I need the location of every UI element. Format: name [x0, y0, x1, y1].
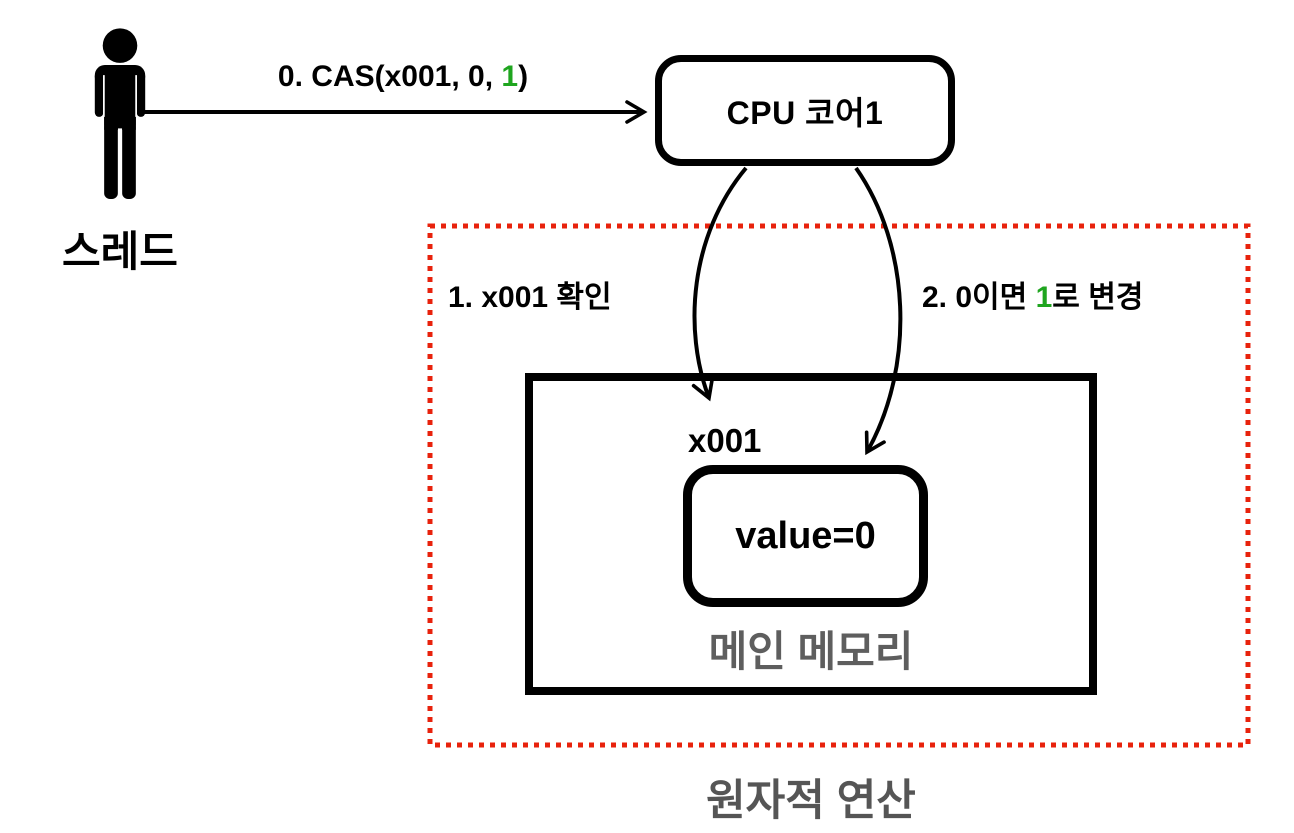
cpu-core-label: CPU 코어1	[726, 94, 884, 131]
cas-call-label: 0. CAS(x001, 0, 1)	[238, 60, 568, 94]
cas-call-suffix: )	[518, 60, 529, 93]
cas-call-new-value: 1	[501, 60, 519, 93]
step1-check-label: 1. x001 확인	[448, 281, 612, 314]
main-memory-caption: 메인 메모리	[708, 628, 914, 675]
cas-call-prefix: 0. CAS(x001, 0,	[277, 60, 502, 93]
step2-new-value: 1	[1035, 281, 1053, 314]
person-left-arm	[94, 72, 104, 117]
step1-check-arrow	[691, 166, 748, 402]
memory-value-box: value=0	[683, 465, 928, 607]
step2-suffix: 로 변경	[1052, 281, 1144, 314]
memory-address-label: x001	[688, 422, 762, 459]
step2-change-label: 2. 0이면 1로 변경	[922, 272, 1143, 316]
memory-value-label: value=0	[735, 514, 876, 557]
person-left-leg	[104, 121, 118, 199]
person-right-arm	[136, 72, 146, 117]
cpu-core-box: CPU 코어1	[655, 55, 955, 166]
person-head	[102, 28, 138, 63]
person-icon	[94, 28, 146, 199]
step2-prefix: 2. 0이면	[922, 281, 1036, 314]
thread-label: 스레드	[62, 228, 178, 275]
atomic-operation-caption: 원자적 연산	[706, 777, 916, 825]
person-right-leg	[122, 121, 136, 199]
